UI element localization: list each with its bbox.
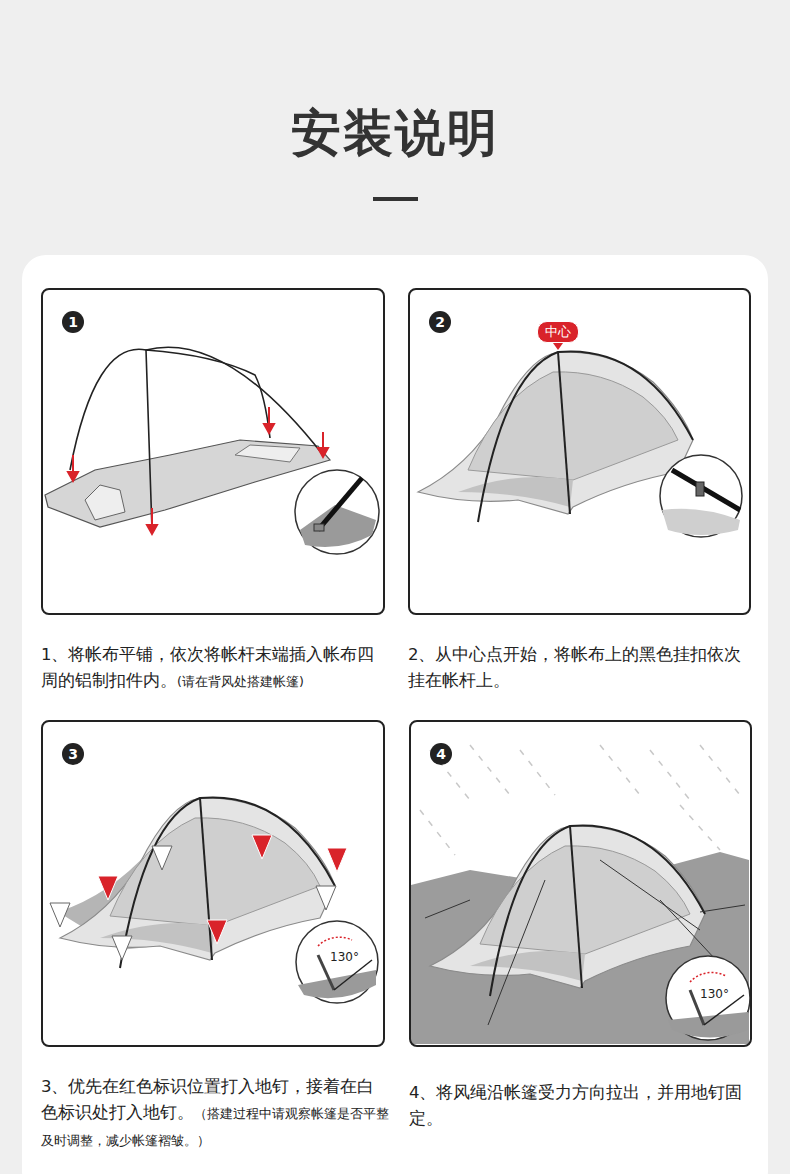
tent-staking-figure bbox=[50, 797, 378, 1003]
step-panel: 11、将帐布平铺，依次将帐杆末端插入帐布四周的铝制扣件内。(请在背风处搭建帐篷) bbox=[41, 288, 385, 615]
page-title: 安装说明 bbox=[0, 100, 790, 167]
callout-number: 1 bbox=[62, 311, 84, 333]
tent-guyline-figure bbox=[411, 745, 750, 1044]
step-text: 4、将风绳沿帐篷受力方向拉出，并用地钉固定。 bbox=[409, 1083, 743, 1128]
step-caption: 3、优先在红色标识位置打入地钉，接着在白色标识处打入地钉。（搭建过程中请观察帐篷… bbox=[41, 1074, 391, 1154]
callout-number: 2 bbox=[429, 311, 451, 333]
step-caption: 4、将风绳沿帐篷受力方向拉出，并用地钉固定。 bbox=[409, 1080, 754, 1132]
callout-number: 4 bbox=[430, 743, 452, 765]
tent-hanging-figure bbox=[418, 343, 742, 537]
center-tag: 中心 bbox=[537, 321, 579, 343]
callout-number: 3 bbox=[62, 743, 84, 765]
flat-tent-figure bbox=[45, 347, 379, 554]
title-underline bbox=[373, 197, 418, 201]
step-note: (请在背风处搭建帐篷) bbox=[177, 674, 304, 689]
step-caption: 2、从中心点开始，将帐布上的黑色挂扣依次挂在帐杆上。 bbox=[408, 642, 758, 694]
angle-label: 130° bbox=[329, 950, 360, 964]
step-caption: 1、将帐布平铺，依次将帐杆末端插入帐布四周的铝制扣件内。(请在背风处搭建帐篷) bbox=[41, 642, 391, 695]
step-panel: 33、优先在红色标识位置打入地钉，接着在白色标识处打入地钉。（搭建过程中请观察帐… bbox=[41, 720, 385, 1047]
step-panel: 22、从中心点开始，将帐布上的黑色挂扣依次挂在帐杆上。 bbox=[408, 288, 751, 615]
step-text: 2、从中心点开始，将帐布上的黑色挂扣依次挂在帐杆上。 bbox=[408, 645, 742, 690]
angle-label: 130° bbox=[699, 987, 730, 1001]
